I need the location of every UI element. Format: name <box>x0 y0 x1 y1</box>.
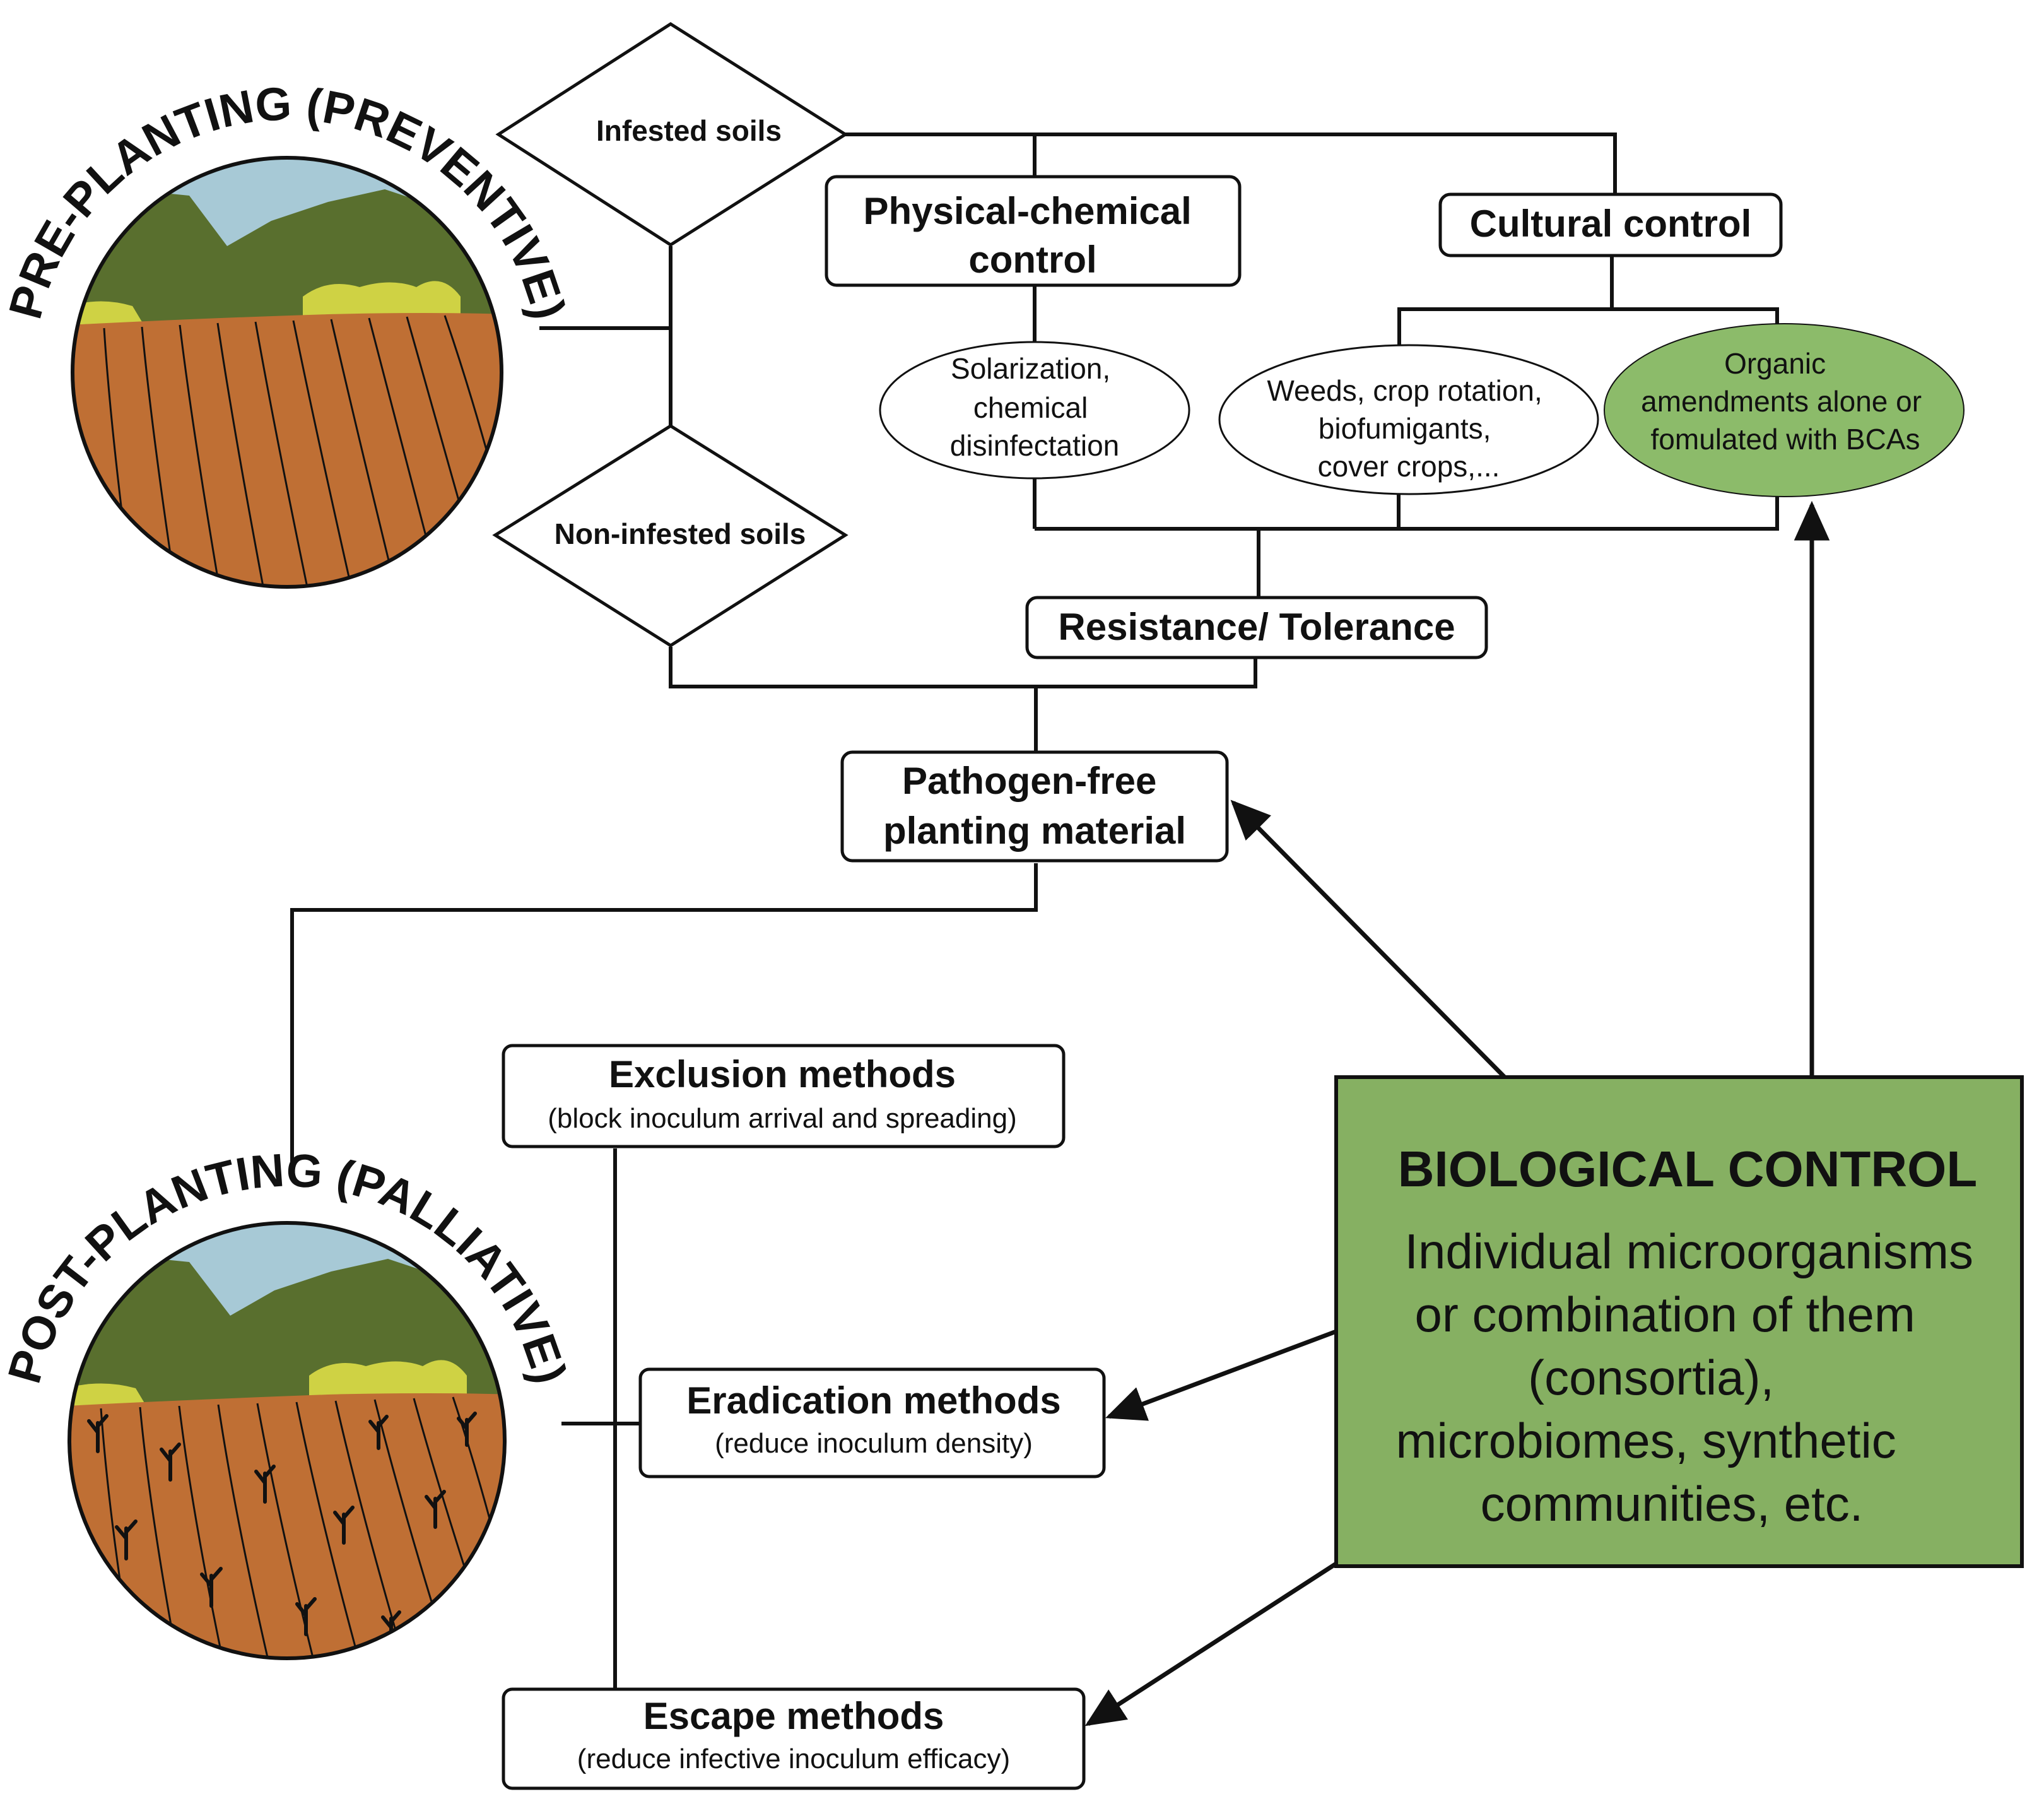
pathogen-free-line1: Pathogen-free <box>902 760 1156 802</box>
arrow-to-eradication <box>1105 1329 1337 1421</box>
svg-text:Individual microorganisms: Individual microorganisms or combination… <box>1396 1224 1987 1531</box>
solarization-line3: disinfectation <box>950 429 1120 462</box>
escape-methods-title: Escape methods <box>643 1695 944 1737</box>
eradication-methods-box: Eradication methods (reduce inoculum den… <box>638 1367 1106 1478</box>
arrow-to-escape <box>1084 1562 1337 1726</box>
infested-soils-decision: Infested soils <box>495 22 849 247</box>
escape-methods-box: Escape methods (reduce infective inoculu… <box>502 1687 1086 1790</box>
pre-planting-illustration: PRE-PLANTING (PREVENTIVE) <box>0 77 575 589</box>
infested-soils-label: Infested soils <box>596 114 782 147</box>
solarization-line2: chemical <box>973 391 1088 424</box>
biological-control-line2: or combination of them <box>1414 1287 1915 1342</box>
non-infested-soils-label: Non-infested soils <box>555 517 806 550</box>
biological-control-line4: microbiomes, synthetic <box>1396 1413 1896 1468</box>
biological-control-line5: communities, etc. <box>1481 1476 1864 1531</box>
physical-chemical-label-line1: Physical-chemical <box>864 190 1192 232</box>
weeds-line3: cover crops,... <box>1318 450 1500 483</box>
physical-chemical-label-line2: control <box>968 239 1096 281</box>
exclusion-methods-desc: (block inoculum arrival and spreading) <box>548 1103 1016 1134</box>
svg-text:Pathogen-free planting m: Pathogen-free planting material <box>883 760 1186 852</box>
cultural-control-box: Cultural control <box>1438 192 1783 257</box>
pathogen-free-line2: planting material <box>883 810 1186 852</box>
biological-control-line3: (consortia), <box>1528 1350 1774 1405</box>
organic-line2: amendments alone or <box>1641 385 1922 418</box>
physical-chemical-control-box: Physical-chemical control <box>825 175 1242 287</box>
influence-arrows <box>1084 500 1830 1726</box>
dead-plant-icons <box>87 1412 477 1646</box>
resistance-tolerance-label: Resistance/ Tolerance <box>1058 606 1455 648</box>
landscape-tilled-field-icon <box>73 158 502 587</box>
weeds-crop-rotation-option: Weeds, crop rotation, biofumigants, cove… <box>1218 344 1599 495</box>
svg-text:Solarization, chemical: Solarization, chemical disinfectation <box>950 352 1120 462</box>
weeds-line2: biofumigants, <box>1319 412 1491 445</box>
exclusion-methods-box: Exclusion methods (block inoculum arriva… <box>502 1044 1066 1148</box>
organic-amendments-option: Organic amendments alone or fomulated wi… <box>1604 323 1965 497</box>
organic-line1: Organic <box>1724 347 1826 380</box>
solarization-option: Solarization, chemical disinfectation <box>879 341 1190 480</box>
resistance-tolerance-box: Resistance/ Tolerance <box>1025 596 1488 659</box>
landscape-field-dead-plants-icon <box>69 1223 505 1658</box>
organic-line3: fomulated with BCAs <box>1651 423 1920 456</box>
cultural-control-label: Cultural control <box>1470 203 1752 245</box>
svg-text:Weeds, crop rotation, bi: Weeds, crop rotation, biofumigants, cove… <box>1267 374 1550 483</box>
post-planting-illustration: POST-PLANTING (PALLIATIVE) <box>0 1143 577 1660</box>
escape-methods-desc: (reduce infective inoculum efficacy) <box>577 1743 1010 1774</box>
exclusion-methods-title: Exclusion methods <box>609 1053 956 1095</box>
non-infested-soils-decision: Non-infested soils <box>492 424 849 647</box>
eradication-methods-title: Eradication methods <box>686 1379 1060 1422</box>
biological-control-box: BIOLOGICAL CONTROL Individual microorgan… <box>1334 1075 2024 1568</box>
arrow-to-pathogen-free <box>1230 799 1507 1079</box>
connector-lines <box>290 133 1779 1689</box>
biological-control-line1: Individual microorganisms <box>1404 1224 1973 1279</box>
biological-control-title: BIOLOGICAL CONTROL <box>1398 1141 1977 1197</box>
weeds-line1: Weeds, crop rotation, <box>1267 374 1542 407</box>
eradication-methods-desc: (reduce inoculum density) <box>715 1428 1033 1459</box>
pathogen-free-material-box: Pathogen-free planting material <box>840 750 1229 863</box>
svg-text:Physical-chemical contro: Physical-chemical control <box>864 190 1202 281</box>
solarization-line1: Solarization, <box>951 352 1110 385</box>
svg-text:Organic amendments alone: Organic amendments alone or fomulated wi… <box>1641 347 1930 456</box>
